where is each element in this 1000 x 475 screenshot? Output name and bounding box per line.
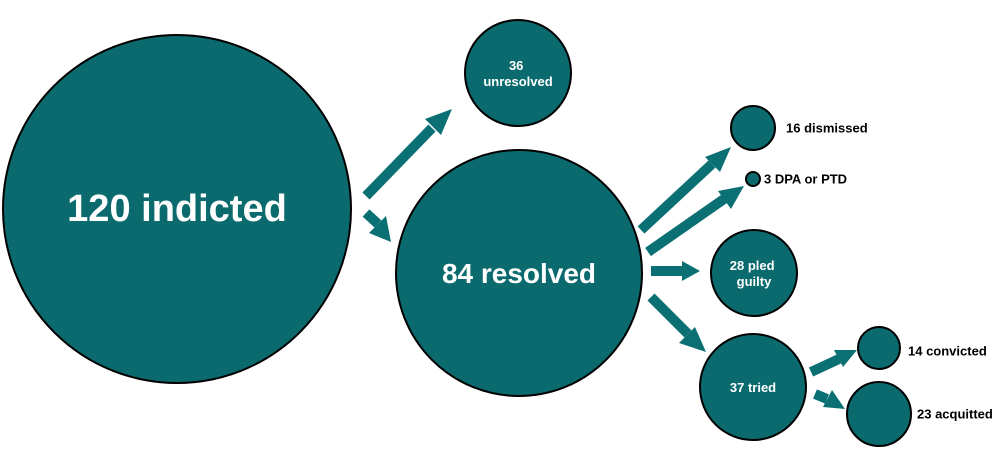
label-dismissed: 16 dismissed: [786, 121, 868, 136]
arrow-tried-to-acquitted: [813, 389, 829, 404]
arrowhead-tried-to-convicted: [834, 350, 857, 367]
arrow-resolved-to-tried: [647, 293, 692, 338]
label-pled-line-2: guilty: [737, 274, 772, 289]
circle-dpa-ptd: [745, 171, 761, 187]
label-unresolved: 36 unresolved: [483, 58, 552, 89]
label-pled: 28 pled guilty: [730, 258, 778, 289]
node-dpa-ptd: 3 DPA or PTD: [745, 171, 847, 187]
label-dpa-ptd: 3 DPA or PTD: [764, 172, 847, 187]
node-tried: 37 tried: [699, 333, 807, 441]
arrow-resolved-to-dismissed: [637, 160, 716, 234]
label-acquitted: 23 acquitted: [917, 407, 993, 422]
arrowhead-resolved-to-dismissed: [705, 147, 731, 172]
arrow-resolved-to-dpa: [645, 194, 727, 257]
arrowhead-indicted-to-unresolved: [425, 109, 452, 135]
circle-dismissed: [730, 105, 776, 151]
label-unresolved-line-2: unresolved: [483, 74, 552, 89]
circle-tried: [699, 333, 807, 441]
arrows-layer: [362, 109, 857, 409]
circle-resolved: [395, 149, 643, 397]
label-pled-line-1: 28 pled: [730, 258, 775, 273]
node-indicted: 120 indicted: [2, 34, 352, 384]
label-indicted-line-1: 120 indicted: [67, 188, 287, 230]
arrowhead-indicted-to-resolved: [369, 216, 391, 242]
label-convicted: 14 convicted: [908, 344, 987, 359]
label-indicted: 120 indicted: [67, 188, 287, 230]
node-convicted: 14 convicted: [857, 326, 987, 370]
circle-pled: [710, 229, 798, 317]
node-acquitted: 23 acquitted: [846, 381, 993, 447]
arrowhead-resolved-to-pled: [682, 261, 700, 281]
circle-unresolved: [464, 19, 572, 127]
label-resolved-line-1: 84 resolved: [442, 258, 596, 289]
arrowhead-resolved-to-dpa: [718, 186, 744, 209]
arrow-indicted-to-resolved: [362, 209, 382, 228]
node-dismissed: 16 dismissed: [730, 105, 868, 151]
arrowhead-tried-to-acquitted: [823, 390, 845, 409]
arrowhead-resolved-to-tried: [679, 327, 706, 352]
label-tried-line-1: 37 tried: [730, 380, 776, 395]
label-unresolved-line-1: 36: [509, 58, 523, 73]
node-unresolved: 36 unresolved: [464, 19, 572, 127]
label-tried: 37 tried: [730, 380, 776, 395]
arrow-indicted-to-unresolved: [362, 124, 436, 200]
arrow-tried-to-convicted: [808, 354, 842, 377]
circle-acquitted: [846, 381, 912, 447]
label-resolved: 84 resolved: [442, 258, 596, 289]
node-resolved: 84 resolved: [395, 149, 643, 397]
node-pled: 28 pled guilty: [710, 229, 798, 317]
nodes-layer: 120 indicted 36 unresolved 84 resolved 1…: [2, 19, 993, 447]
circle-convicted: [857, 326, 901, 370]
circle-indicted: [2, 34, 352, 384]
